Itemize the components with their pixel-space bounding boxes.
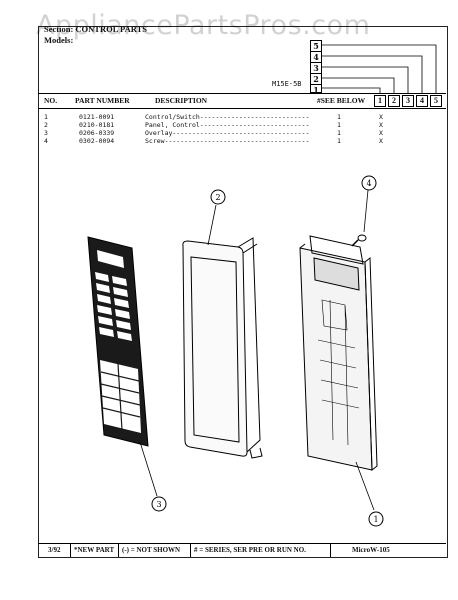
header-col-2: 2: [388, 95, 400, 107]
section-title: Section: CONTROL PARTS: [44, 24, 147, 34]
series-leaders: [321, 44, 437, 93]
overlay-part: [87, 236, 149, 447]
footer-date: 3/92: [48, 546, 61, 554]
header-description: DESCRIPTION: [155, 96, 208, 105]
footer-divider: [330, 544, 331, 557]
header-col-5: 5: [430, 95, 442, 107]
callout-2-label: 2: [215, 193, 220, 202]
row-part: 0210-0181: [79, 121, 115, 129]
row-desc: Overlay---------------------------------…: [145, 129, 310, 137]
header-see-below: #SEE BELOW: [317, 96, 366, 105]
header-col-1: 1: [374, 95, 386, 107]
row-qty: 1: [337, 129, 341, 137]
row-mark: X: [379, 113, 383, 121]
series-box-5: 5: [310, 40, 322, 52]
row-desc: Screw-----------------------------------…: [145, 137, 310, 145]
control-switch-part: [299, 235, 378, 472]
row-desc: Panel, Control--------------------------…: [145, 121, 310, 129]
series-box-3: 3: [310, 62, 322, 74]
control-panel-part: [182, 237, 263, 459]
row-mark: X: [379, 129, 383, 137]
callout-3-circle: [151, 496, 167, 512]
footer-bar: 3/92 *NEW PART (-) = NOT SHOWN # = SERIE…: [38, 543, 446, 557]
footer-series-note: # = SERIES, SER PRE OR RUN NO.: [194, 546, 306, 554]
footer-divider: [190, 544, 191, 557]
header-col-4: 4: [416, 95, 428, 107]
row-qty: 1: [337, 121, 341, 129]
footer-not-shown: (-) = NOT SHOWN: [122, 546, 181, 554]
row-mark: X: [379, 137, 383, 145]
series-box-1: 1: [310, 84, 322, 95]
model-name: M15E-5B: [272, 80, 302, 88]
row-qty: 1: [337, 137, 341, 145]
footer-model: MicroW-105: [352, 546, 390, 554]
header-part-number: PART NUMBER: [75, 96, 130, 105]
row-qty: 1: [337, 113, 341, 121]
footer-divider: [70, 544, 71, 557]
callout-1-label: 1: [373, 515, 378, 524]
callout-4-label: 4: [366, 179, 371, 188]
models-label: Models:: [44, 35, 74, 45]
row-part: 0121-0091: [79, 113, 115, 121]
callout-leaders: [139, 189, 375, 511]
callout-2-circle: [210, 189, 226, 205]
callout-4-circle: [361, 175, 377, 191]
row-no: 3: [44, 129, 48, 137]
watermark: AppliancePartsPros.com: [36, 10, 371, 41]
header-col-3: 3: [402, 95, 414, 107]
row-no: 4: [44, 137, 48, 145]
footer-divider: [118, 544, 119, 557]
screw-part: [351, 234, 367, 247]
row-part: 0206-0339: [79, 129, 115, 137]
callout-1-circle: [368, 511, 384, 527]
row-no: 2: [44, 121, 48, 129]
footer-new-part: *NEW PART: [74, 546, 115, 554]
row-no: 1: [44, 113, 48, 121]
row-mark: X: [379, 121, 383, 129]
table-header: NO. PART NUMBER DESCRIPTION #SEE BELOW 1…: [38, 93, 446, 109]
callout-3-label: 3: [156, 500, 161, 509]
page-frame: [38, 26, 448, 558]
header-no: NO.: [44, 96, 58, 105]
row-desc: Control/Switch--------------------------…: [145, 113, 310, 121]
row-part: 0302-0094: [79, 137, 115, 145]
